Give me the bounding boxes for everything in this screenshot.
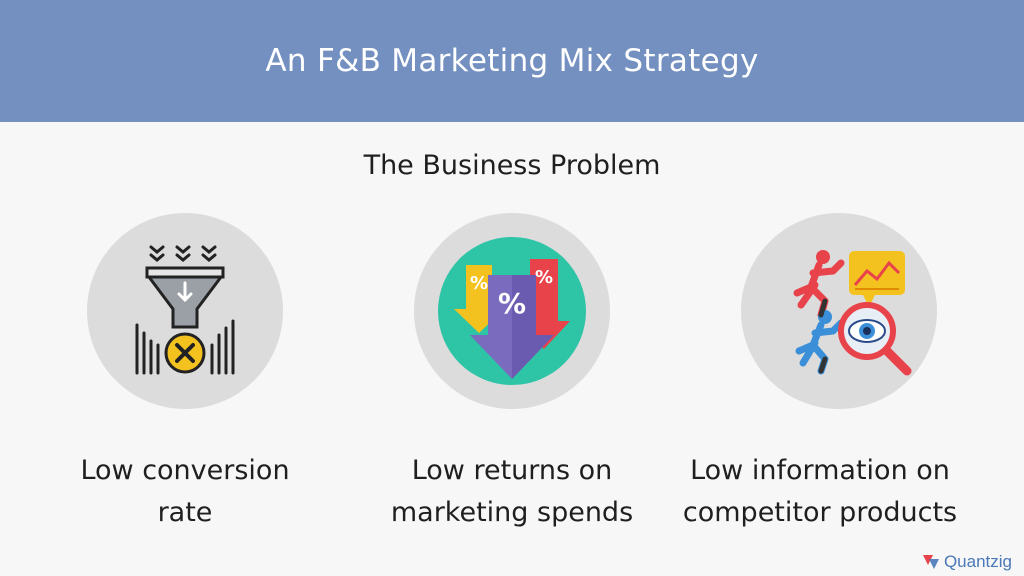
problem-card-competitor: [741, 213, 937, 409]
competitor-analysis-icon: [793, 250, 912, 376]
problem-card-conversion: [87, 213, 283, 409]
problem-caption-conversion: Low conversion rate: [25, 450, 345, 534]
svg-text:%: %: [470, 273, 488, 294]
problem-caption-returns: Low returns on marketing spends: [352, 450, 672, 534]
caption-line: Low information on: [690, 455, 950, 486]
caption-line: rate: [157, 497, 213, 528]
brand-name: Quantzig: [943, 552, 1012, 571]
percent-arrows-icon: % % %: [438, 237, 586, 385]
caption-line: competitor products: [682, 497, 958, 528]
header-banner: An F&B Marketing Mix Strategy: [0, 0, 1024, 122]
svg-text:%: %: [498, 287, 526, 320]
caption-line: Low returns on: [411, 455, 613, 486]
quantzig-logo-icon: [922, 555, 939, 569]
funnel-icon: [135, 245, 235, 375]
page-title: An F&B Marketing Mix Strategy: [265, 43, 759, 79]
svg-text:%: %: [535, 267, 553, 288]
brand-logo: Quantzig: [921, 552, 1012, 572]
problem-caption-competitor: Low information on competitor products: [660, 450, 980, 534]
caption-line: marketing spends: [390, 497, 634, 528]
problem-card-returns: % % %: [414, 213, 610, 409]
caption-line: Low conversion: [80, 455, 290, 486]
section-title: The Business Problem: [363, 150, 661, 181]
